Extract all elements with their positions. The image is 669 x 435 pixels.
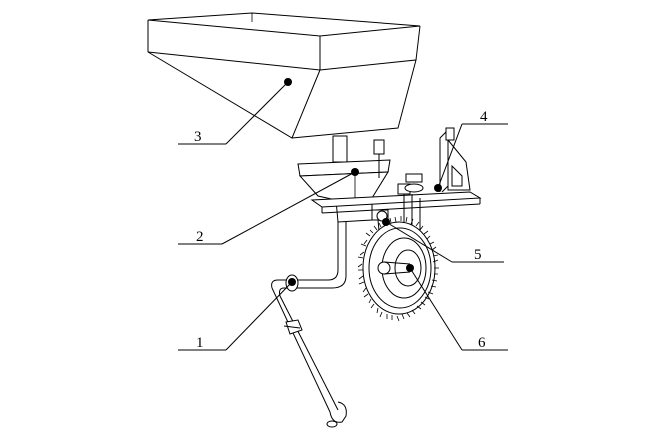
callout-label-6: 6: [478, 335, 486, 351]
seed-hopper: [147, 12, 421, 163]
seed-metering-box: [297, 159, 391, 223]
callout-label-1: 1: [196, 335, 204, 351]
ground-wheel: [357, 216, 439, 322]
seed-tube: [271, 222, 347, 428]
mounting-frame: [310, 127, 482, 236]
callout-label-5: 5: [474, 247, 482, 263]
callout-label-4: 4: [480, 109, 488, 125]
callout-label-2: 2: [196, 229, 204, 245]
leader-lines: [178, 81, 508, 351]
callout-label-3: 3: [194, 129, 202, 145]
callout-labels: 3 2 4 5 1 6: [194, 109, 488, 351]
